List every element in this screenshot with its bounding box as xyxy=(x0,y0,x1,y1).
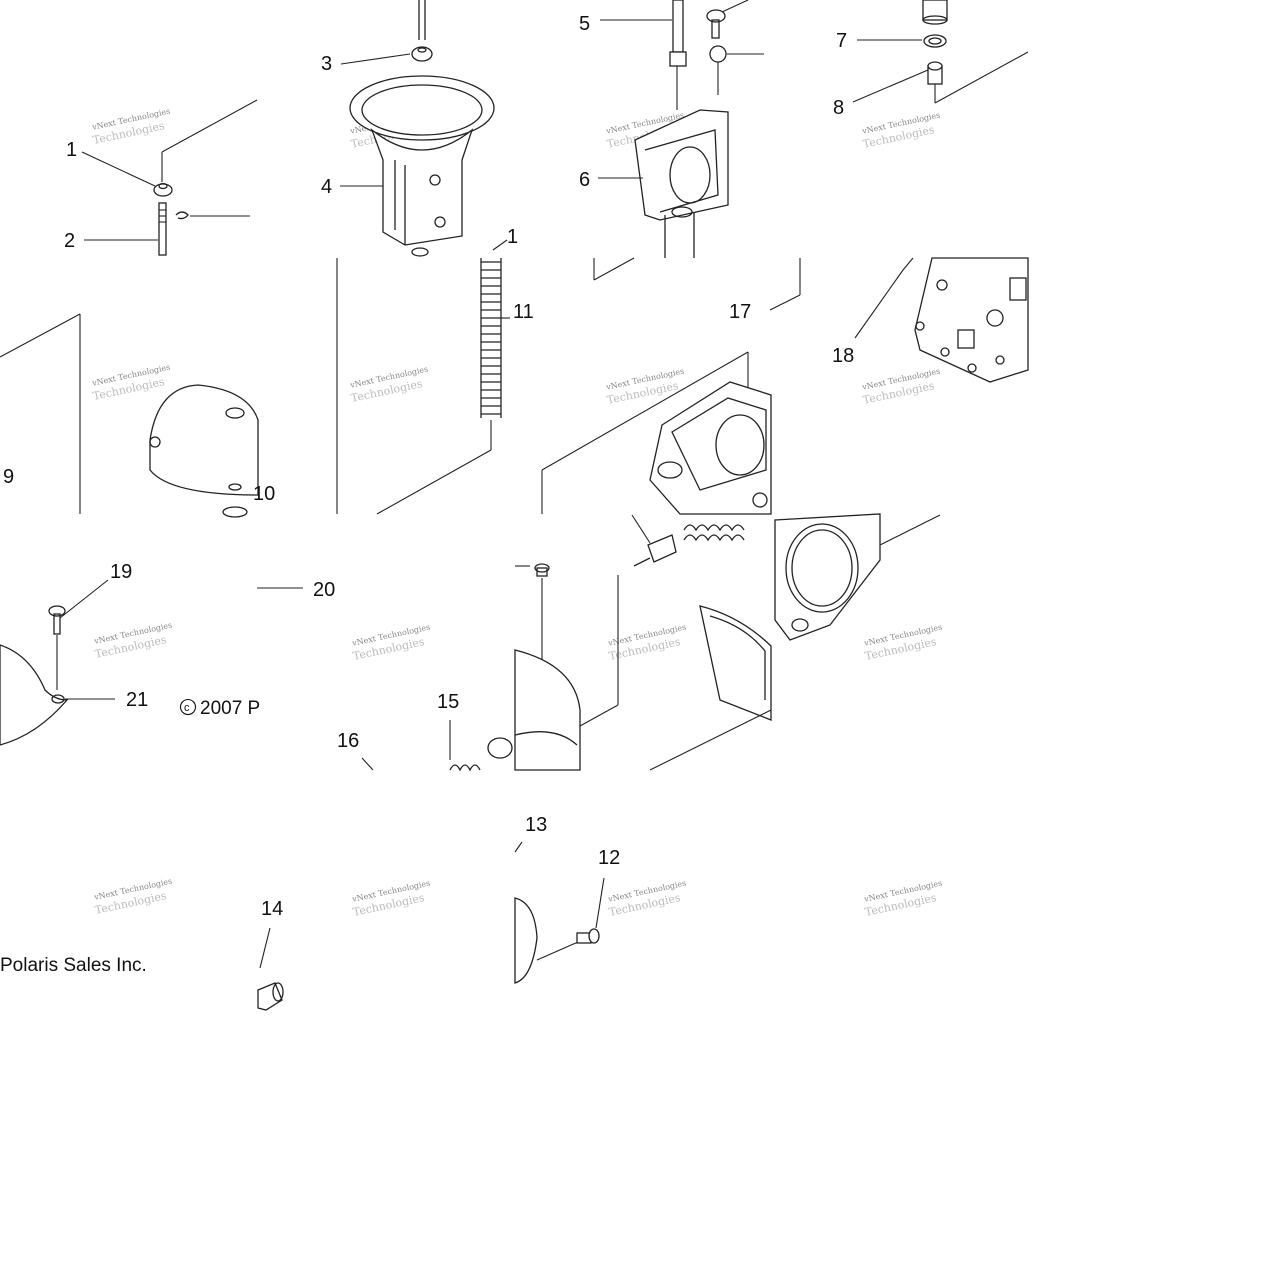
callout-label: 18 xyxy=(832,345,854,367)
copyright-symbol-letter: c xyxy=(184,702,190,714)
spring-coils xyxy=(480,258,502,418)
callout-label: 10 xyxy=(253,483,275,505)
part-carburetor-cap xyxy=(774,513,941,641)
callout-label: 20 xyxy=(313,579,335,601)
part-needle-retainer xyxy=(153,99,258,197)
part-idle-screw xyxy=(669,0,764,110)
part-slide-washer xyxy=(411,0,433,62)
callout-label: 6 xyxy=(579,169,590,191)
part-carburetor-body-lower xyxy=(449,514,772,772)
callout-label: 7 xyxy=(836,30,847,52)
callout-label: 14 xyxy=(261,898,283,920)
callout-label: 4 xyxy=(321,176,332,198)
callout-label: 8 xyxy=(833,97,844,119)
callout-label: 1 xyxy=(507,226,518,248)
part-float-bowl-cover xyxy=(0,579,115,746)
copyright-company: Polaris Sales Inc. xyxy=(0,955,147,976)
callout-label: 15 xyxy=(437,691,459,713)
callout-label: 1 xyxy=(66,139,77,161)
callout-label: 12 xyxy=(598,847,620,869)
part-fuel-bowl-assembly xyxy=(854,257,1029,383)
callout-label: 11 xyxy=(513,301,534,323)
callout-label: 2 xyxy=(64,230,75,252)
callout-label: 13 xyxy=(525,814,547,836)
part-choke-and-screw xyxy=(257,841,605,1011)
part-carburetor-body-upper xyxy=(541,351,772,515)
callout-label: 21 xyxy=(126,689,148,711)
callout-label: 5 xyxy=(579,13,590,35)
callout-label: 3 xyxy=(321,53,332,75)
part-jet-needle xyxy=(158,202,250,256)
callout-label: 19 xyxy=(110,561,132,583)
part-top-cover xyxy=(0,313,259,518)
callout-label: 16 xyxy=(337,730,359,752)
copyright-year: 2007 P xyxy=(200,698,260,719)
part-throttle-slide-diaphragm xyxy=(349,75,495,257)
part-slide-spring xyxy=(336,258,502,515)
part-needle-jet-holder xyxy=(593,109,801,311)
callout-label: 9 xyxy=(3,466,14,488)
part-pilot-jet xyxy=(922,0,1029,104)
copyright-symbol-icon xyxy=(179,698,197,716)
copyright-notice: c 2007 P Polaris Sales Inc. xyxy=(0,698,260,976)
callout-label: 17 xyxy=(729,301,751,323)
callout-labels: 1 2 3 4 5 6 7 8 9 10 1 11 17 18 19 20 21… xyxy=(3,13,929,920)
